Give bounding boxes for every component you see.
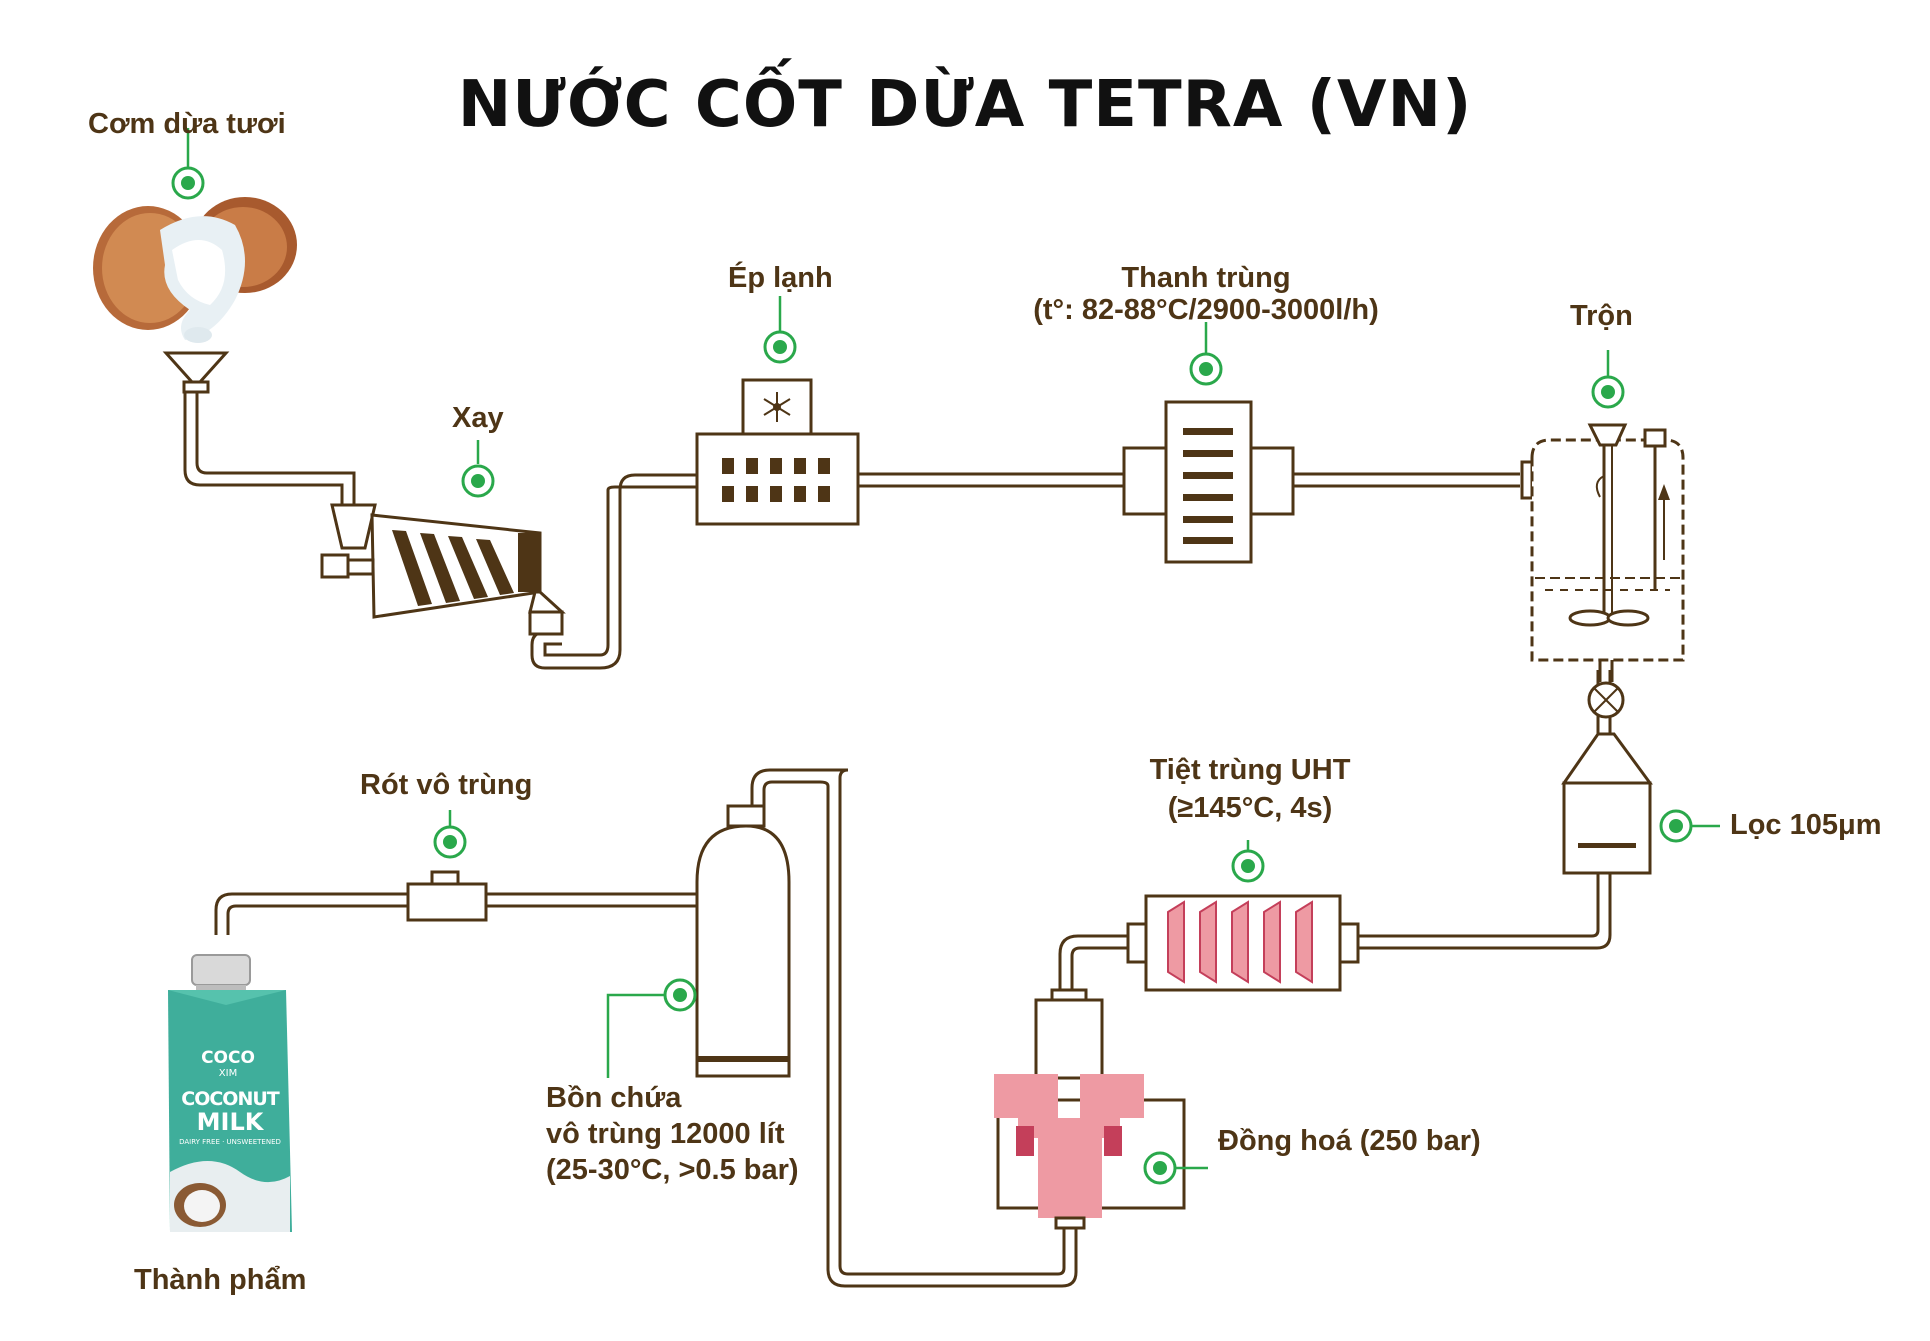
label-pasteurize-detail: (t°: 82-88°C/2900-3000l/h) [1033, 294, 1379, 326]
uht-icon [1126, 894, 1360, 992]
label-storage-line2: vô trùng 12000 lít [546, 1118, 785, 1150]
carton-name-line1: COCONUT [181, 1088, 279, 1110]
label-uht-detail: (≥145°C, 4s) [1167, 792, 1333, 824]
label-storage-line3: (25-30°C, >0.5 bar) [546, 1154, 799, 1186]
label-homogenize: Đồng hoá (250 bar) [1218, 1125, 1481, 1157]
markers [171, 128, 1720, 1185]
pasteurizer-icon [1122, 400, 1295, 564]
label-storage-line1: Bồn chứa [546, 1082, 682, 1114]
label-filter: Lọc 105μm [1730, 809, 1882, 841]
grinder-icon [320, 503, 566, 636]
page-title: NƯỚC CỐT DỪA TETRA (VN) [457, 68, 1473, 142]
mixing-tank-icon [1520, 423, 1685, 719]
filter-icon [1561, 732, 1653, 875]
label-pasteurize: Thanh trùng [1121, 262, 1291, 294]
label-raw-coconut: Cơm dừa tươi [88, 108, 286, 140]
homogenizer-icon [994, 988, 1186, 1230]
label-uht: Tiệt trùng UHT [1149, 754, 1351, 786]
milk-carton-icon [168, 954, 292, 1232]
coconut-icon [93, 197, 297, 343]
label-filling: Rót vô trùng [360, 769, 533, 801]
tank-icon [695, 804, 791, 1078]
funnel-icon [162, 351, 230, 394]
carton-tagline: DAIRY FREE · UNSWEETENED [179, 1138, 281, 1146]
carton-name-line2: MILK [196, 1108, 264, 1136]
label-cold-press: Ép lạnh [728, 262, 833, 294]
snowflake-icon [763, 392, 791, 422]
label-grind: Xay [452, 402, 504, 434]
carton-brand-sub: XIM [218, 1068, 238, 1079]
valve-icon [406, 870, 488, 922]
cold-press-icon [695, 378, 860, 526]
label-product: Thành phẩm [134, 1264, 307, 1296]
carton-brand: COCO [201, 1048, 255, 1068]
label-mix: Trộn [1570, 300, 1633, 332]
